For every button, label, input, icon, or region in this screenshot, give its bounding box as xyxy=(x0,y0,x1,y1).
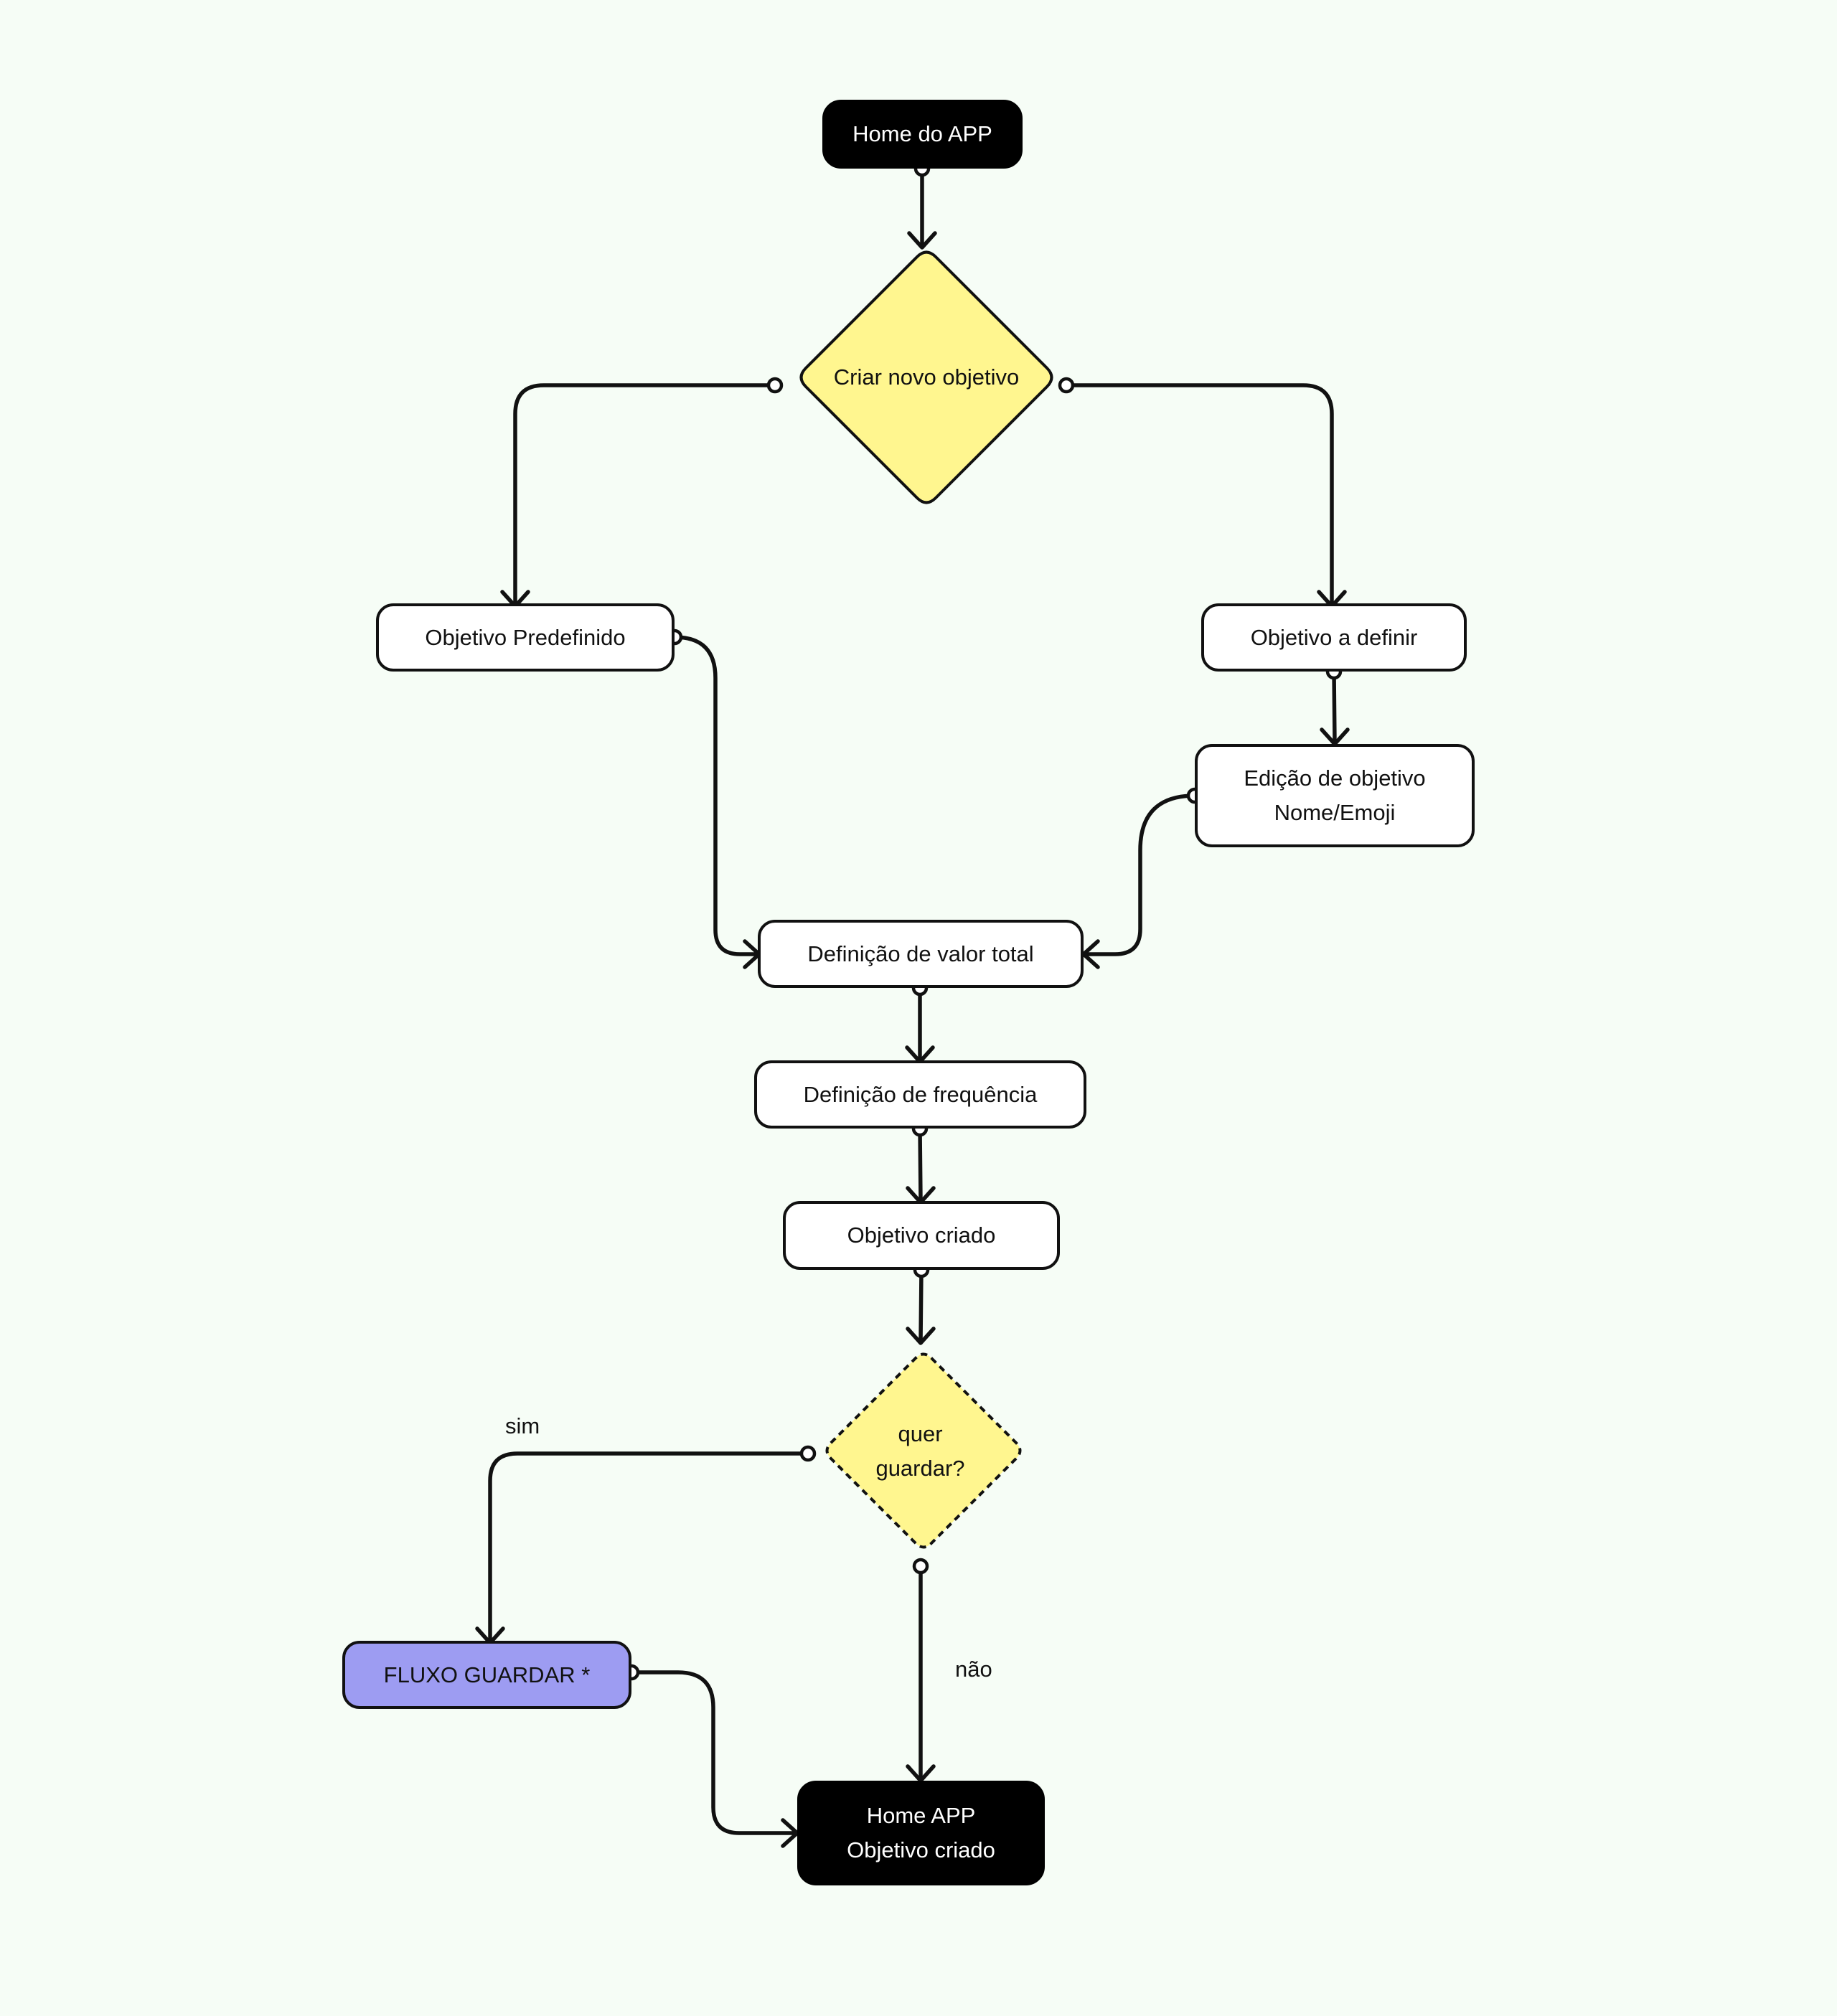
edge-edicao-to-valor xyxy=(1083,793,1197,956)
edge-frequencia-to-criado xyxy=(918,1126,923,1203)
edge-a-definir-to-edicao xyxy=(1332,669,1337,745)
node-edicao-objetivo[interactable]: Edição de objetivo Nome/Emoji xyxy=(1195,744,1475,847)
node-frequencia[interactable]: Definição de frequência xyxy=(754,1060,1086,1129)
node-fluxo-guardar[interactable]: FLUXO GUARDAR * xyxy=(342,1641,631,1709)
connection-ports xyxy=(623,160,1343,1681)
node-valor-total[interactable]: Definição de valor total xyxy=(758,920,1084,988)
decision-quer-line2: guardar? xyxy=(875,1456,965,1481)
node-edicao-objetivo-line1: Edição de objetivo xyxy=(1244,766,1426,791)
decision-diamond-quer-guardar[interactable] xyxy=(825,1352,1022,1549)
node-objetivo-predefinido[interactable]: Objetivo Predefinido xyxy=(376,603,675,672)
decision-criar-label: Criar novo objetivo xyxy=(833,364,1020,390)
node-objetivo-criado[interactable]: Objetivo criado xyxy=(783,1201,1060,1270)
node-fluxo-guardar-label: FLUXO GUARDAR * xyxy=(383,1662,591,1687)
node-objetivo-predefinido-label: Objetivo Predefinido xyxy=(425,624,626,650)
decision-criar-label-wrap: Criar novo objetivo xyxy=(797,352,1056,403)
edge-quer-to-fluxo-sim xyxy=(488,1451,810,1644)
decision-quer-line1: quer xyxy=(898,1421,943,1446)
node-home-app-final-line2: Objetivo criado xyxy=(847,1837,995,1862)
edge-predefinido-to-valor xyxy=(672,635,760,956)
node-objetivo-criado-label: Objetivo criado xyxy=(847,1223,996,1248)
decision-diamond-criar[interactable] xyxy=(799,250,1053,504)
node-home-app-label: Home do APP xyxy=(852,121,992,146)
node-objetivo-a-definir[interactable]: Objetivo a definir xyxy=(1201,603,1467,672)
node-frequencia-label: Definição de frequência xyxy=(803,1081,1038,1107)
node-home-app-final[interactable]: Home APP Objetivo criado xyxy=(797,1781,1045,1885)
node-home-app-final-line1: Home APP xyxy=(866,1803,976,1828)
edge-label-nao: não xyxy=(955,1657,992,1682)
edge-label-sim: sim xyxy=(505,1413,540,1438)
node-edicao-objetivo-line2: Nome/Emoji xyxy=(1274,800,1396,825)
edge-fluxo-to-home xyxy=(629,1670,798,1835)
edge-criar-to-predefinido xyxy=(513,383,777,607)
node-valor-total-label: Definição de valor total xyxy=(807,941,1034,966)
node-home-app[interactable]: Home do APP xyxy=(822,100,1023,169)
node-objetivo-a-definir-label: Objetivo a definir xyxy=(1250,624,1418,650)
edge-criar-to-a-definir xyxy=(1064,383,1334,607)
decision-quer-guardar-label-wrap: quer guardar? xyxy=(825,1417,1015,1486)
